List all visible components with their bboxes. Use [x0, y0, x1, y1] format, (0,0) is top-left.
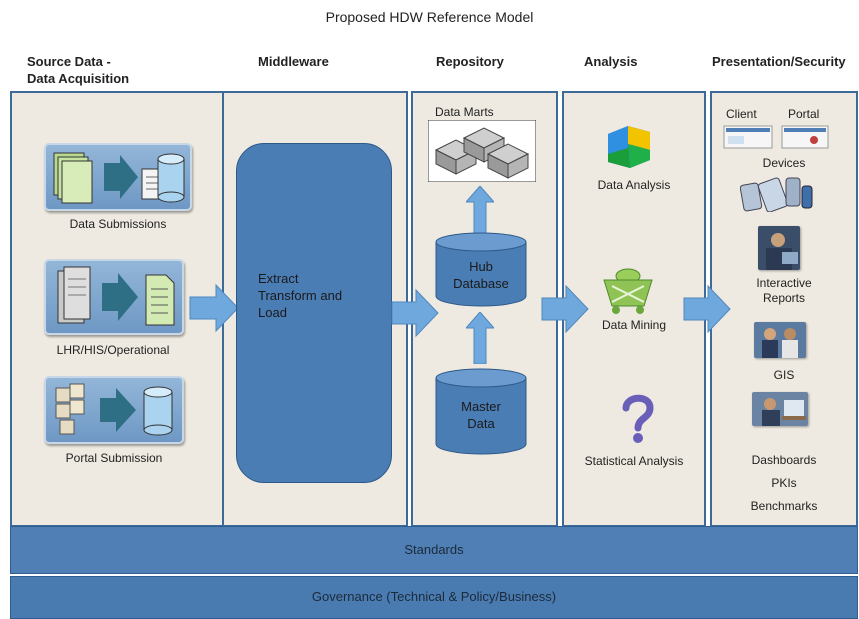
master-data-label: Master Data	[461, 399, 501, 431]
header-presentation: Presentation/Security	[712, 54, 846, 69]
lhr-label: LHR/HIS/Operational	[56, 343, 170, 357]
client-label: Client	[726, 107, 757, 121]
data-marts-label: Data Marts	[435, 105, 494, 119]
data-mining-label: Data Mining	[601, 318, 667, 332]
documents-to-database-icon	[53, 152, 185, 204]
arrow-right-icon	[541, 284, 589, 334]
blocks-to-database-icon	[55, 383, 173, 436]
mining-cart-icon	[603, 268, 653, 314]
office-photo-icon	[752, 392, 808, 426]
interactive-reports-label: Interactive Reports	[756, 276, 812, 305]
lhr-box	[44, 259, 184, 335]
dashboards-label: Dashboards	[751, 453, 817, 467]
portal-submission-label: Portal Submission	[65, 451, 163, 465]
pkis-label: PKIs	[771, 476, 797, 490]
header-source: Source Data - Data Acquisition	[27, 54, 130, 86]
data-marts-cubes-icon	[428, 120, 536, 182]
governance-label: Governance (Technical & Policy/Business)	[311, 589, 557, 604]
server-to-document-icon	[57, 266, 175, 326]
devices-icon	[740, 177, 813, 212]
question-mark-icon	[622, 394, 654, 443]
devices-label: Devices	[762, 156, 806, 170]
header-analysis: Analysis	[584, 54, 638, 69]
standards-label: Standards	[404, 542, 464, 557]
arrow-right-icon	[683, 284, 731, 334]
header-middleware: Middleware	[258, 54, 329, 69]
arrow-up-icon	[466, 186, 494, 234]
standards-band: Standards	[10, 526, 858, 574]
portal-box	[44, 376, 184, 444]
header-repository: Repository	[436, 54, 504, 69]
gis-label: GIS	[773, 368, 795, 382]
etl-box	[236, 143, 392, 483]
data-cube-icon	[608, 126, 650, 168]
hub-database-icon	[435, 232, 527, 307]
governance-band: Governance (Technical & Policy/Business)	[10, 576, 858, 619]
statistical-analysis-label: Statistical Analysis	[584, 454, 684, 468]
data-analysis-label: Data Analysis	[597, 178, 671, 192]
arrow-right-icon	[391, 288, 439, 338]
master-data-icon	[435, 368, 527, 455]
arrow-right-icon	[189, 283, 239, 333]
hub-database-label: Hub Database	[453, 259, 509, 291]
portal-label: Portal	[788, 107, 820, 121]
etl-label: Extract Transform and Load	[258, 271, 343, 320]
person-photo-icon	[758, 226, 800, 270]
diagram-title: Proposed HDW Reference Model	[325, 9, 534, 25]
benchmarks-label: Benchmarks	[750, 499, 818, 513]
arrow-up-icon	[466, 312, 494, 364]
screenshots-icon	[723, 125, 829, 149]
data-submissions-box	[44, 143, 192, 211]
meeting-photo-icon	[754, 322, 806, 358]
data-submissions-label: Data Submissions	[69, 217, 167, 231]
